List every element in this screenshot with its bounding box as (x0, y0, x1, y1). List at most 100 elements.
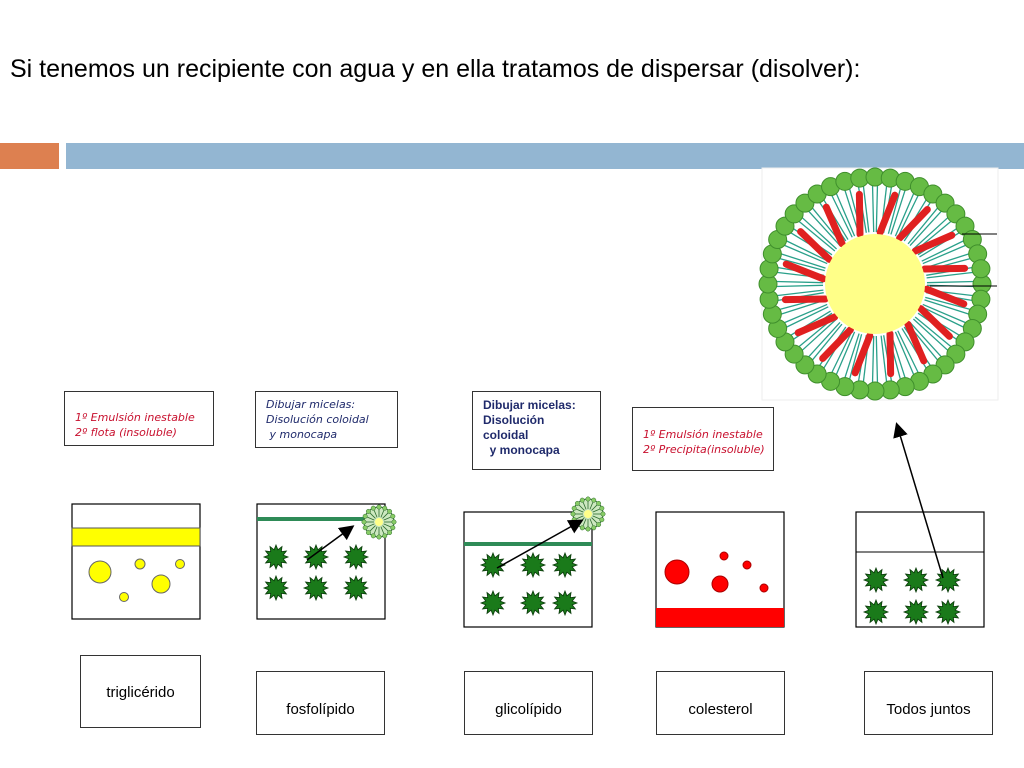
lipid-tail (914, 316, 952, 348)
glycolipid-tail (781, 295, 829, 304)
lipid-tail (831, 194, 853, 238)
note-line: 1º Emulsión inestable (75, 411, 195, 424)
label-trigliceride: triglicérido (80, 655, 201, 728)
lipid-tail (875, 185, 879, 233)
micelle-star (479, 589, 507, 617)
mini-micelle-tail (366, 523, 375, 528)
lipid-tail (807, 321, 841, 358)
fat-droplet (88, 560, 112, 584)
mini-micelle-tail (575, 515, 584, 520)
glycolipid-tail (797, 228, 833, 263)
mini-micelle-head (591, 497, 597, 503)
mini-micelle-tail (591, 504, 598, 511)
label-text: Todos juntos (886, 701, 971, 718)
lipid-head (971, 259, 991, 279)
lipid-tail (887, 188, 902, 234)
lipid-tail (922, 303, 967, 324)
mini-micelle-tail (382, 525, 389, 532)
micelle-star (479, 551, 507, 579)
mini-micelle-core (375, 518, 383, 526)
mini-micelle-tail (366, 516, 375, 521)
mini-micelle-head (599, 505, 605, 511)
note-glicolipido: Dibujar micelas: Disolución coloidal y m… (472, 391, 601, 470)
lipid-tail (848, 334, 863, 380)
mini-micelle (570, 496, 606, 532)
micelle-star (862, 598, 890, 626)
mini-micelle-tail (589, 501, 594, 510)
glycolipid-tail (876, 191, 899, 236)
slide-title: Si tenemos un recipiente con agua y en e… (10, 55, 861, 83)
mini-micelle-head (574, 500, 580, 506)
lipid-tail (925, 296, 971, 311)
mini-micelle-tail (369, 525, 376, 532)
fat-droplet (119, 592, 129, 602)
lipid-tail (894, 192, 915, 237)
micelle-star (342, 574, 370, 602)
micelle-core (825, 234, 925, 334)
mini-micelle-head (376, 534, 382, 540)
lipid-tail (831, 330, 853, 374)
fat-droplet (151, 574, 171, 594)
note-line: Dibujar micelas: (483, 398, 576, 412)
micelle-star (902, 598, 930, 626)
header-accent-orange (0, 143, 59, 169)
lipid-tail (926, 280, 974, 284)
cholesterol-droplet (742, 560, 752, 570)
glycolipid-tail (851, 332, 874, 377)
lipid-tail (780, 253, 826, 269)
fat-droplet (175, 559, 185, 569)
precipitate-layer (656, 608, 784, 627)
mini-micelle-head (365, 508, 371, 514)
mini-micelle-head (591, 525, 597, 531)
arrow-line (306, 525, 355, 561)
lipid-tail (912, 216, 949, 250)
mini-micelle-tail (591, 517, 598, 524)
mini-micelle-head (390, 513, 396, 519)
glycolipid-tail (782, 260, 827, 283)
lipid-tail (862, 185, 870, 233)
mini-micelle-tail (575, 508, 584, 513)
lipid-tail (783, 244, 828, 265)
mini-micelle-tail (582, 501, 587, 510)
mini-micelle-head (600, 511, 606, 517)
monolayer (257, 517, 365, 521)
glycolipid-tail (886, 330, 895, 378)
micelle-group (862, 566, 962, 626)
lipid-tail (921, 240, 965, 262)
cholesterol-droplet (664, 559, 690, 585)
lipid-tail (776, 280, 824, 284)
micelle-star (342, 543, 370, 571)
mini-micelle-head (362, 525, 368, 531)
lipid-tail (880, 335, 888, 383)
lipid-tail (894, 331, 915, 376)
beaker-glicolipido (463, 496, 606, 628)
beaker-todos (855, 422, 985, 628)
glycolipid-tail (911, 231, 956, 255)
lipid-tail (909, 321, 943, 358)
note-line: Disolución (483, 413, 545, 427)
lipid-tail (779, 257, 825, 272)
glycolipid-tail (923, 285, 968, 308)
mini-micelle-head (579, 497, 585, 503)
mini-micelle (361, 504, 397, 540)
mini-micelle-head (571, 517, 577, 523)
lipid-tail (922, 244, 967, 265)
mini-micelle-head (370, 505, 376, 511)
lipid-tail (783, 303, 828, 324)
micelle-star (262, 543, 290, 571)
mini-micelle-head (387, 508, 393, 514)
glycolipid-tail (822, 203, 846, 248)
glycolipid-tail (921, 264, 969, 273)
lipid-tail (835, 192, 856, 237)
glycolipid-tail (794, 313, 839, 337)
label-text: colesterol (688, 701, 753, 718)
note-line: 2º Precipita(insoluble) (643, 443, 765, 456)
lipid-tail (926, 271, 974, 279)
mini-micelle-head (361, 519, 367, 525)
micelle-star (519, 589, 547, 617)
lipid-tail (871, 185, 875, 233)
micelle-star (934, 598, 962, 626)
micelle-star (302, 574, 330, 602)
beaker-colesterol (655, 511, 785, 628)
note-line: Dibujar micelas: (266, 398, 356, 411)
